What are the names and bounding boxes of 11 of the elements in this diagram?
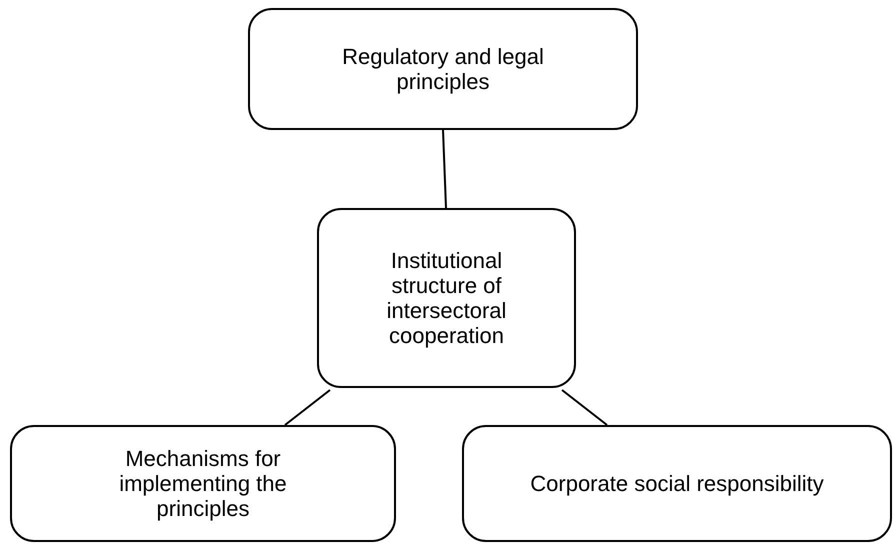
node-label: Institutional structure of intersectoral cooperation — [386, 248, 508, 348]
rounded-box — [10, 425, 396, 542]
rounded-box — [462, 425, 892, 542]
connector-line — [561, 389, 608, 426]
node-label: Corporate social responsibility — [530, 471, 824, 496]
node-label: Mechanisms for implementing the principles — [118, 446, 288, 521]
connector-line — [442, 130, 447, 208]
connector-line — [284, 389, 331, 426]
rounded-box — [248, 8, 638, 130]
node-label: Regulatory and legal principles — [341, 44, 545, 94]
rounded-box — [317, 208, 576, 388]
